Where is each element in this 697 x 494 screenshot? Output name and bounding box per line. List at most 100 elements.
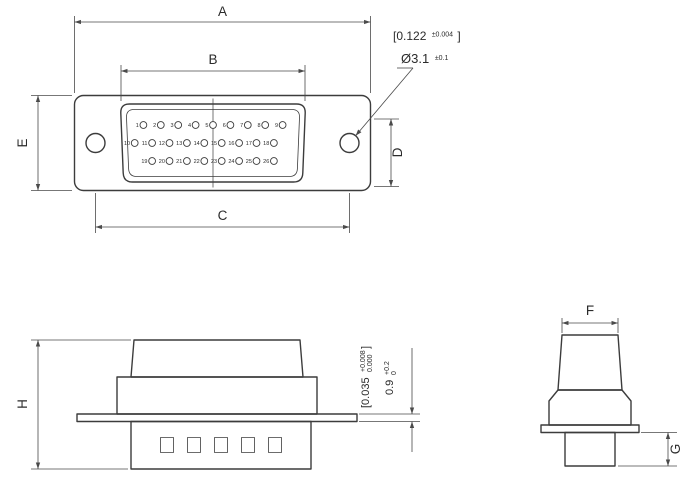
pin-contact: [156, 121, 165, 129]
dimension-b: B: [120, 52, 306, 101]
shell-mid-outline: [116, 376, 318, 415]
pin-contact: [200, 157, 209, 165]
ref-dim-inch-close: ]: [457, 29, 460, 43]
flange-thickness-dimension: [0.035 +0.008 0.000 ] 0.9 +0.2 0: [359, 346, 420, 452]
ref-dim-inch-value: [0.122: [393, 29, 427, 43]
pin-contact: [174, 121, 183, 129]
flange-inch-tol-upper: +0.008: [360, 350, 367, 372]
pin-contact: [270, 139, 278, 147]
pin-contact: [243, 121, 252, 129]
pin-number: 23: [211, 159, 217, 165]
pin-number: 2: [153, 123, 156, 129]
end-bottom-block-outline: [564, 431, 616, 467]
hole-diameter-value: Ø3.1: [401, 51, 429, 66]
pin-contact: [252, 157, 261, 165]
dim-label-b: B: [208, 52, 217, 67]
pin-contact: [183, 157, 191, 165]
pin-number: 25: [246, 159, 252, 165]
flange-inch-tol-lower: 0.000: [367, 354, 374, 372]
leader-line: [355, 67, 414, 137]
pin-contact: [235, 139, 243, 147]
pin-number: 26: [263, 159, 269, 165]
side-view: [76, 339, 358, 470]
mounting-hole-left: [85, 132, 106, 154]
pin-contact: [217, 157, 226, 165]
pin-contact: [252, 139, 261, 147]
pin-number: 21: [176, 159, 182, 165]
pin-number: 11: [142, 141, 148, 147]
pin-number: 19: [141, 159, 147, 165]
pin-contact: [209, 121, 217, 129]
dim-label-f: F: [586, 303, 594, 318]
end-flange-outline: [540, 424, 640, 434]
solder-cup: [268, 437, 282, 453]
flange-mm-callout: 0.9 +0.2 0: [384, 361, 398, 395]
end-shoulder-outline: [548, 389, 632, 426]
hole-diameter-text: Ø3.1 ±0.1: [401, 51, 448, 66]
pin-number: 4: [188, 123, 191, 129]
pin-contact: [226, 121, 235, 129]
flange-plate-outline: [76, 413, 358, 423]
flange-outline: [73, 94, 372, 192]
dim-label-c: C: [218, 208, 228, 223]
pin-number: 9: [275, 123, 278, 129]
dimension-a: A: [74, 4, 371, 93]
pin-number: 22: [194, 159, 200, 165]
pin-contact: [261, 121, 270, 129]
pin-contact: [191, 121, 200, 129]
dimension-e: E: [15, 95, 72, 191]
dimension-c: C: [95, 193, 350, 233]
solder-cup: [214, 437, 228, 453]
pin-number: 16: [228, 141, 234, 147]
hole-callout: [0.122 ±0.004 ] Ø3.1 ±0.1: [355, 26, 461, 137]
pin-contact: [235, 157, 243, 165]
pin-number: 20: [159, 159, 165, 165]
flange-mm-value: 0.9: [384, 380, 396, 395]
dim-label-d: D: [390, 147, 405, 157]
ref-dim-inch: [0.122 ±0.004 ]: [393, 26, 461, 44]
solder-cup: [187, 437, 201, 453]
pin-number: 10: [124, 141, 130, 147]
pin-number: 14: [194, 141, 200, 147]
pin-contact: [165, 139, 174, 147]
flange-inch-value: [0.035: [360, 377, 372, 408]
ref-dim-inch-tol: ±0.004: [432, 32, 453, 39]
rear-body-outline: [130, 420, 312, 470]
pin-contact: [148, 157, 156, 165]
insert-outer-outline: [120, 103, 306, 183]
pin-contact: [183, 139, 191, 147]
insulator-block-outline: [130, 339, 304, 378]
flange-mm-tol-lower: 0: [391, 371, 398, 375]
pin-number: 5: [205, 123, 208, 129]
mounting-hole-right: [339, 132, 360, 154]
dimension-f: F: [561, 303, 619, 333]
pin-number: 12: [159, 141, 165, 147]
pin-number: 1: [136, 123, 139, 129]
end-view: [540, 334, 640, 467]
pin-number: 13: [176, 141, 182, 147]
pin-contact: [148, 139, 156, 147]
end-top-block-outline: [557, 334, 623, 391]
pin-number: 15: [211, 141, 217, 147]
dim-label-e: E: [15, 138, 30, 147]
dimension-h: H: [15, 339, 131, 470]
pin-contact: [278, 121, 287, 129]
pin-number: 17: [246, 141, 252, 147]
pin-contact: [139, 121, 148, 129]
pin-number: 8: [258, 123, 261, 129]
dim-label-g: G: [668, 444, 683, 455]
pin-contact: [200, 139, 209, 147]
dimension-g: G: [618, 432, 683, 467]
solder-cup: [160, 437, 174, 453]
hole-diameter-tol: ±0.1: [435, 55, 449, 62]
pin-contact: [165, 157, 174, 165]
pin-number: 6: [223, 123, 226, 129]
pin-contact: [270, 157, 278, 165]
dimension-d: D: [374, 118, 405, 187]
pin-number: 18: [263, 141, 269, 147]
flange-inch-callout: [0.035 +0.008 0.000 ]: [360, 346, 374, 408]
dim-label-h: H: [15, 399, 30, 409]
